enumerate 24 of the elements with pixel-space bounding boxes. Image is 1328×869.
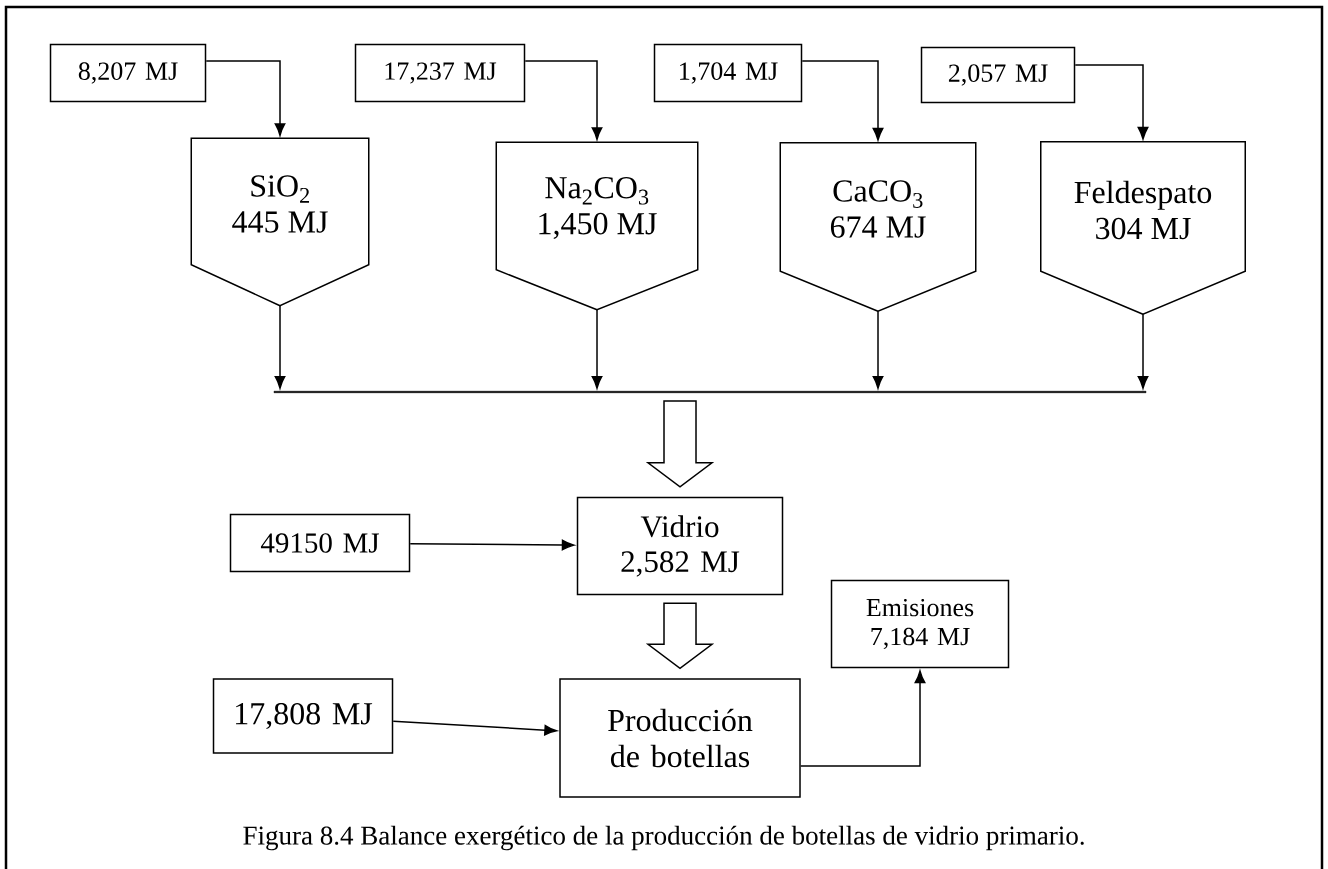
collector-line [273, 391, 1147, 393]
process-box: 8,207 MJ [49, 43, 207, 103]
process-box: Emisiones 7,184 MJ [830, 579, 1010, 669]
process-box: 17,237 MJ [354, 43, 526, 103]
arrow [409, 539, 575, 551]
arrow [800, 670, 926, 767]
process-box: 1,704 MJ [653, 43, 803, 103]
process-box: Producción de botellas [559, 678, 801, 798]
arrow [274, 305, 286, 389]
arrow [801, 60, 884, 141]
process-box: 49150 MJ [229, 513, 411, 573]
block-arrow [645, 602, 715, 670]
process-box: 17,808 MJ [212, 678, 394, 754]
process-box: Vidrio 2,582 MJ [576, 496, 784, 596]
arrow [591, 309, 603, 389]
block-arrow [645, 400, 715, 488]
process-box: 2,057 MJ [920, 46, 1076, 104]
arrow [392, 720, 558, 736]
arrow [1137, 313, 1149, 389]
caption: Figura 8.4 Balance exergético de la producción de botellas de vidrio primario. [243, 825, 1084, 851]
arrow [1074, 64, 1149, 140]
arrow [205, 60, 286, 137]
arrow [524, 60, 603, 141]
arrow [872, 310, 884, 389]
